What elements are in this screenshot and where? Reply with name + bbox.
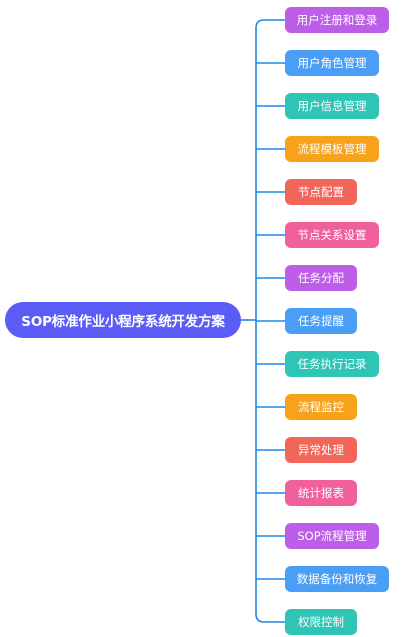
root-topic-node[interactable]: SOP标准作业小程序系统开发方案 [5, 302, 241, 338]
branch-topic-node[interactable]: 流程监控 [285, 394, 357, 420]
branch-topic-node[interactable]: 异常处理 [285, 437, 357, 463]
branch-topic-node[interactable]: SOP流程管理 [285, 523, 379, 549]
branch-topic-node[interactable]: 流程模板管理 [285, 136, 379, 162]
branch-topic-node[interactable]: 用户角色管理 [285, 50, 379, 76]
branch-topic-node[interactable]: 任务提醒 [285, 308, 357, 334]
branch-topic-node[interactable]: 用户信息管理 [285, 93, 379, 119]
branch-topic-node[interactable]: 统计报表 [285, 480, 357, 506]
branch-topic-node[interactable]: 用户注册和登录 [285, 7, 389, 33]
branch-topic-node[interactable]: 任务执行记录 [285, 351, 379, 377]
branch-topic-node[interactable]: 节点关系设置 [285, 222, 379, 248]
branch-topic-node[interactable]: 数据备份和恢复 [285, 566, 389, 592]
branch-topic-node[interactable]: 权限控制 [285, 609, 357, 635]
branch-topic-node[interactable]: 任务分配 [285, 265, 357, 291]
branch-topic-node[interactable]: 节点配置 [285, 179, 357, 205]
